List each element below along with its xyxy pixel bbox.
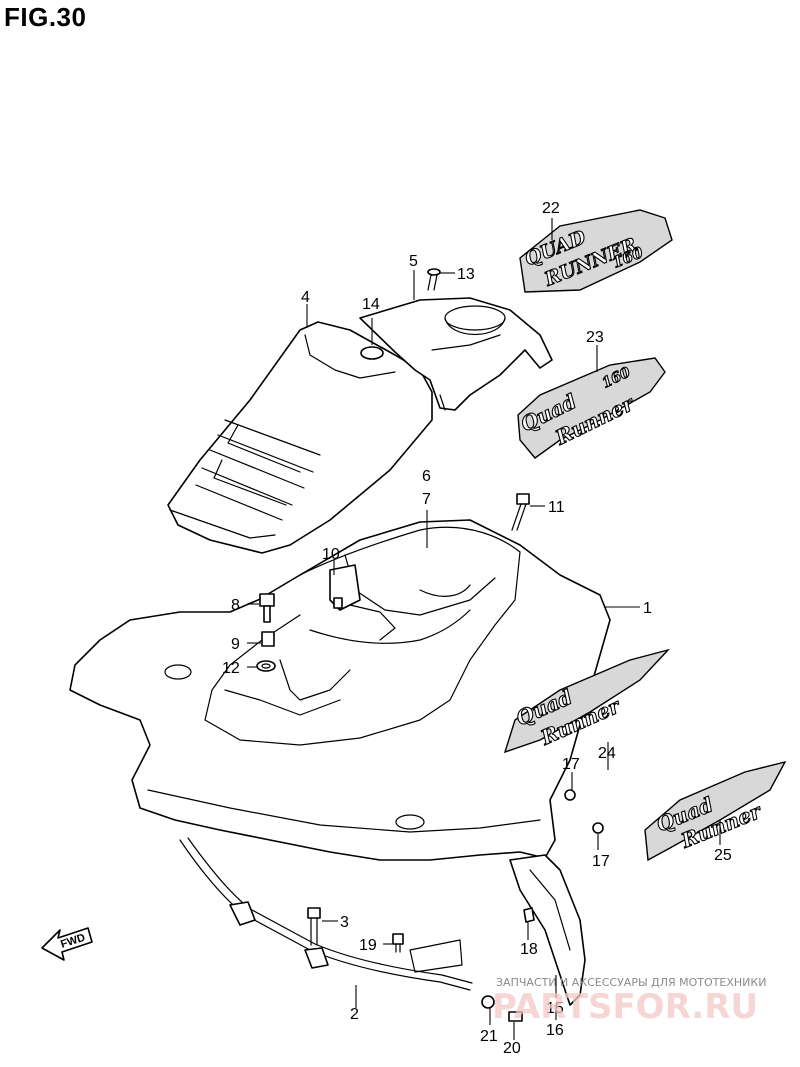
- callout-11: 11: [548, 499, 565, 516]
- callout-7: 7: [422, 491, 431, 508]
- emblem-part-22: QUAD RUNNER 160: [519, 209, 673, 293]
- bracket-part-10: [329, 564, 361, 611]
- watermark: ЗАПЧАСТИ И АКСЕССУАРЫ ДЛЯ МОТОТЕХНИКИ PA…: [492, 976, 766, 1027]
- bolt-part-11: [511, 493, 530, 531]
- callout-25: 25: [714, 847, 732, 864]
- callout-6: 6: [422, 468, 431, 485]
- rear-cover-part-4: [167, 321, 433, 554]
- callout-16: 16: [546, 1022, 564, 1039]
- watermark-caption: ЗАПЧАСТИ И АКСЕССУАРЫ ДЛЯ МОТОТЕХНИКИ: [496, 976, 766, 989]
- callout-20: 20: [503, 1040, 521, 1057]
- leader-lines: [247, 218, 721, 1040]
- callout-14: 14: [362, 296, 380, 313]
- callout-23: 23: [586, 329, 604, 346]
- callout-10: 10: [322, 546, 340, 563]
- screw-part-13: [427, 268, 441, 291]
- bolt-part-20: [508, 1011, 523, 1022]
- bolt-part-8: [259, 593, 275, 623]
- callout-18: 18: [520, 941, 538, 958]
- bolt-part-19: [392, 933, 404, 953]
- callout-numbers: 1 2 3 4 5 6 7 8 9 10 11 12 13 14 15 16 1…: [222, 200, 732, 1057]
- tank-cover-part-5: [359, 297, 553, 411]
- washer-part-12: [256, 660, 276, 672]
- screw-part-17b: [592, 822, 604, 834]
- callout-13: 13: [457, 266, 475, 283]
- callout-17b: 17: [592, 853, 610, 870]
- emblem-part-23: Quad Runner 160: [516, 357, 666, 459]
- callout-21: 21: [480, 1028, 498, 1045]
- clip-part-18: [523, 907, 535, 923]
- callout-17a: 17: [562, 756, 580, 773]
- callout-1: 1: [643, 600, 652, 617]
- callout-3: 3: [340, 914, 349, 931]
- callout-5: 5: [409, 253, 418, 270]
- callout-24: 24: [598, 745, 616, 762]
- figure-title: FIG.30: [4, 2, 87, 32]
- callout-22: 22: [542, 200, 560, 217]
- brace-part-2: [179, 837, 473, 991]
- bolt-part-3: [307, 907, 321, 946]
- cushion-part-14: [360, 346, 384, 360]
- callout-12: 12: [222, 660, 240, 677]
- callout-9: 9: [231, 636, 240, 653]
- fwd-arrow-icon: FWD: [41, 927, 93, 961]
- callout-8: 8: [231, 597, 240, 614]
- callout-2: 2: [350, 1006, 359, 1023]
- callout-4: 4: [301, 289, 310, 306]
- emblem-part-25: Quad Runner: [644, 760, 787, 862]
- screw-part-17a: [564, 789, 576, 801]
- watermark-logo: PARTSFOR.RU: [492, 987, 758, 1027]
- collar-part-9: [261, 631, 275, 647]
- callout-15: 15: [546, 1000, 564, 1017]
- mud-guard-part-15: [509, 854, 586, 1006]
- callout-19: 19: [359, 937, 377, 954]
- nut-part-21: [481, 995, 495, 1009]
